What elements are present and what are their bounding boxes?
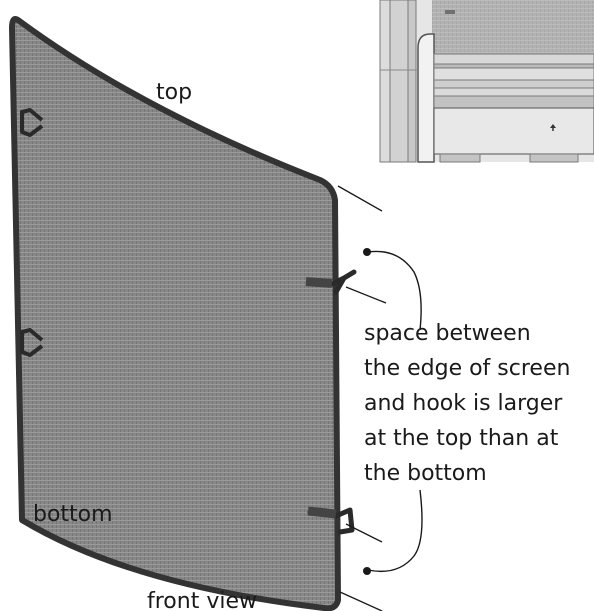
top-label: top xyxy=(156,80,192,105)
annotation-line: the bottom xyxy=(364,461,487,486)
annotation-line: at the top than at xyxy=(364,426,559,451)
top-edge-line xyxy=(337,185,383,212)
left-upper-hook xyxy=(20,108,44,137)
right-lower-hook xyxy=(307,506,355,535)
annotation-line: and hook is larger xyxy=(364,391,563,416)
bottom-dot xyxy=(363,567,371,575)
screen-panel xyxy=(9,16,341,611)
left-lower-hook xyxy=(20,328,44,357)
fireplace-detail-inset xyxy=(379,0,594,163)
spacing-bracket xyxy=(363,248,423,575)
annotation-line: space between xyxy=(364,321,531,346)
right-upper-hook xyxy=(305,269,357,295)
annotation-text: space between the edge of screen and hoo… xyxy=(364,321,570,486)
fireplace-screen xyxy=(9,16,341,611)
bottom-label: bottom xyxy=(33,502,113,527)
leader-lines xyxy=(337,185,387,611)
upper-hook-line xyxy=(345,286,387,304)
annotation-line: the edge of screen xyxy=(364,356,570,381)
top-dot xyxy=(363,248,371,256)
front-view-label: front view xyxy=(147,589,257,611)
bottom-edge-line xyxy=(339,591,383,611)
lower-hook-line xyxy=(345,523,383,543)
